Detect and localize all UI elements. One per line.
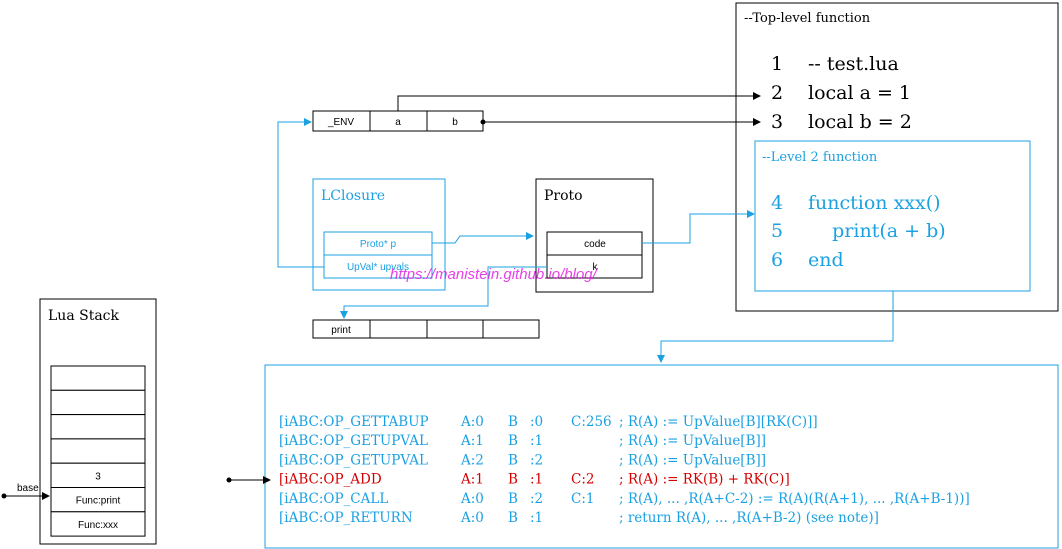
upval-cell-a: a — [395, 117, 401, 128]
bytecode-b: B — [508, 491, 518, 507]
upvalue-array: _ENV a b — [312, 110, 484, 132]
constant-print: print — [331, 325, 351, 336]
bytecode-op: [iABC:OP_GETUPVAL — [279, 433, 428, 449]
bytecode-op: [iABC:OP_ADD — [279, 472, 382, 488]
bytecode-row: [iABC:OP_GETTABUP A:0 B :0 C:256 ; R(A) := Up… — [279, 414, 818, 430]
bytecode-b-value: :1 — [530, 510, 543, 526]
top-line-num-3: 3 — [771, 111, 783, 133]
lclosure-title: LClosure — [321, 188, 385, 204]
bytecode-c: C:256 — [571, 414, 612, 430]
level2-header: --Level 2 function — [762, 150, 878, 165]
l2-line-num-4: 4 — [771, 192, 783, 214]
bytecode-b: B — [508, 452, 518, 468]
proto-title: Proto — [544, 188, 583, 204]
bytecode-row: [iABC:OP_GETUPVAL A:1 B :1 ; R(A) := UpValue… — [279, 433, 766, 449]
bytecode-row: [iABC:OP_ADD A:1 B :1 C:2 ; R(A) := RK(B) + R… — [279, 472, 790, 488]
bytecode-b: B — [508, 472, 518, 488]
top-line-code-3: local b = 2 — [808, 111, 912, 133]
top-line-code-2: local a = 1 — [808, 82, 911, 104]
bytecode-op: [iABC:OP_GETTABUP — [279, 414, 429, 430]
bytecode-b-value: :0 — [530, 414, 543, 430]
bytecode-b: B — [508, 510, 518, 526]
bytecode-a: A:1 — [460, 433, 484, 449]
bytecode-comment: ; R(A) := UpValue[B]] — [619, 452, 766, 468]
bytecode-b: B — [508, 414, 518, 430]
l2-line-num-6: 6 — [771, 249, 783, 271]
top-line-num-2: 2 — [771, 82, 783, 104]
upval-cell-env: _ENV — [327, 117, 354, 128]
bytecode-a: A:2 — [460, 452, 484, 468]
top-line-num-1: 1 — [771, 53, 783, 75]
bytecode-row: [iABC:OP_RETURN A:0 B :1 ; return R(A), ... … — [279, 510, 879, 526]
stack-slot — [50, 462, 146, 489]
bytecode-b-value: :2 — [530, 452, 543, 468]
lclosure-proto-field: Proto* p — [360, 239, 397, 250]
bytecode-op: [iABC:OP_RETURN — [279, 510, 413, 526]
upval-a-arrow — [397, 92, 761, 111]
lclosure-box: LClosure Proto* p UpVal* upvals — [312, 178, 446, 291]
l2-line-code-6: end — [808, 249, 844, 271]
bytecode-comment: ; R(A) := RK(B) + RK(C)] — [619, 472, 790, 488]
stack-slot-value: Func:print — [76, 496, 121, 507]
bytecode-op: [iABC:OP_CALL — [279, 491, 388, 507]
k-to-constants-arrow — [340, 266, 547, 319]
l2-line-num-5: 5 — [771, 220, 783, 242]
bytecode-b-value: :1 — [530, 472, 543, 488]
stack-slot-value: Func:xxx — [78, 520, 118, 531]
bytecode-a: A:0 — [460, 510, 484, 526]
proto-k-field: k — [593, 262, 599, 273]
l2-line-code-4: function xxx() — [808, 192, 941, 214]
bytecode-c: C:2 — [571, 472, 594, 488]
upvals-pointer-arrow — [277, 118, 324, 268]
code-to-function-arrow — [642, 210, 755, 244]
stack-slot — [50, 438, 146, 464]
lua-stack-title: Lua Stack — [48, 308, 120, 324]
bytecode-comment: ; R(A) := UpValue[B][RK(C)]] — [619, 414, 818, 430]
bytecode-c: C:1 — [571, 491, 594, 507]
level2-function-box: --Level 2 function 4 function xxx() 5 pr… — [754, 140, 1031, 292]
proto-box: Proto code k — [535, 178, 654, 293]
bytecode-comment: ; R(A), ... ,R(A+C-2) := R(A)(R(A+1), ..… — [619, 491, 970, 507]
bytecode-row: [iABC:OP_CALL A:0 B :2 C:1 ; R(A), ... ,R(A+C… — [279, 491, 970, 507]
bytecode-comment: ; return R(A), ... ,R(A+B-2) (see note)] — [619, 510, 879, 526]
upval-cell-b: b — [452, 117, 458, 128]
bytecode-row: [iABC:OP_GETUPVAL A:2 B :2 ; R(A) := UpValue… — [279, 452, 766, 468]
proto-code-field: code — [584, 239, 606, 250]
bytecode-a: A:0 — [460, 491, 484, 507]
bytecode-b-value: :2 — [530, 491, 543, 507]
bytecode-a: A:0 — [460, 414, 484, 430]
l2-line-code-5: print(a + b) — [808, 220, 946, 242]
top-line-code-1: -- test.lua — [808, 53, 899, 75]
base-label: base — [17, 483, 39, 494]
top-level-code-lines: 1 -- test.lua 2 local a = 1 3 local b = … — [771, 53, 912, 133]
stack-slot — [50, 511, 146, 537]
stack-slot — [50, 414, 146, 440]
lclosure-upvals-field: UpVal* upvals — [347, 262, 409, 273]
bytecode-a: A:1 — [460, 472, 484, 488]
watermark-text: https://manistein.github.io/blog/ — [390, 266, 599, 283]
bytecode-b: B — [508, 433, 518, 449]
bytecode-op: [iABC:OP_GETUPVAL — [279, 452, 428, 468]
constants-array: print — [312, 319, 540, 339]
stack-slot — [50, 365, 146, 391]
stack-slot — [50, 487, 146, 513]
proto-pointer-arrow — [432, 232, 534, 244]
stack-slot-value: 3 — [95, 471, 101, 482]
bytecode-b-value: :1 — [530, 433, 543, 449]
stack-slot — [50, 389, 146, 416]
top-level-header: --Top-level function — [744, 11, 871, 26]
function-to-bytecode-arrow — [657, 291, 894, 363]
bytecode-comment: ; R(A) := UpValue[B]] — [619, 433, 766, 449]
